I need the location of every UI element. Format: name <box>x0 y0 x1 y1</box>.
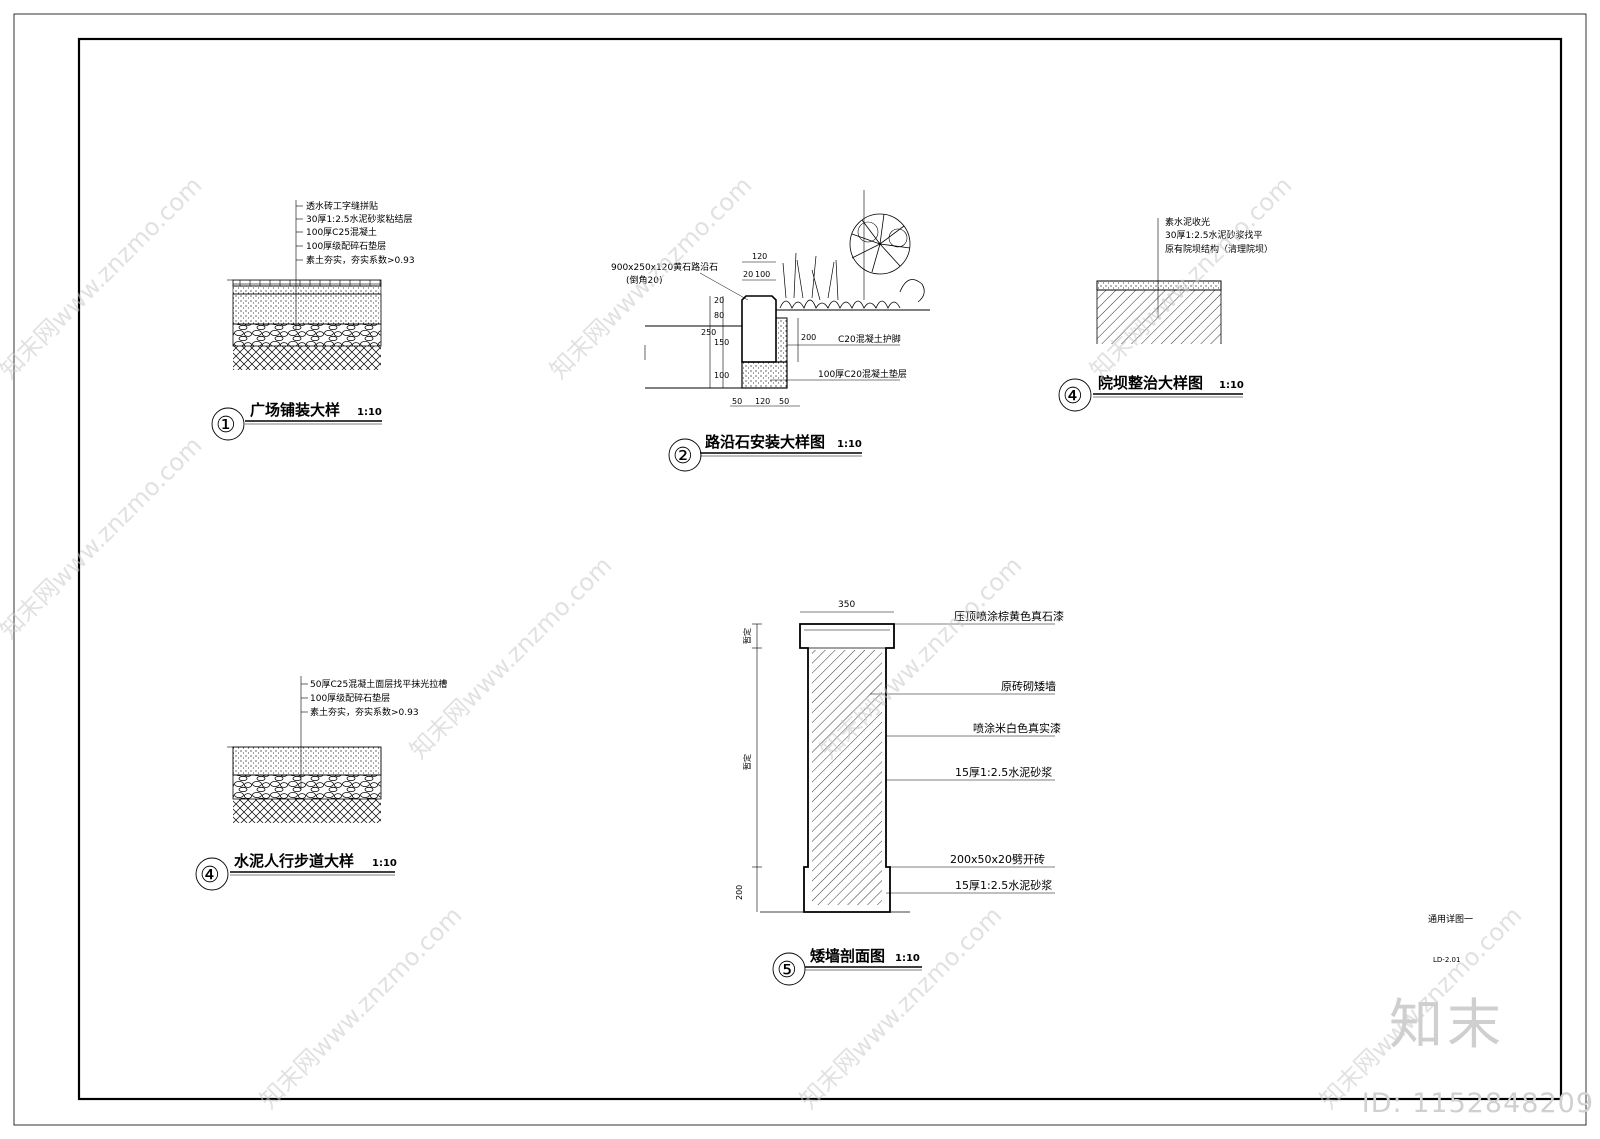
watermark-text: 知末网www.znzmo.com <box>0 431 207 644</box>
d2-dim-4: 20 <box>714 296 724 305</box>
d2-dim-11: 120 <box>755 397 770 406</box>
d5-note-1: 压顶喷涂棕黄色真石漆 <box>954 609 1064 623</box>
d2-dim-9: 200 <box>801 333 816 342</box>
detail-4-courtyard: 素水泥收光 30厚1:2.5水泥砂浆找平 原有院坝结构（清理院坝） ④ 院坝整治… <box>1058 216 1273 412</box>
d1-note-1: 透水砖工字缝拼贴 <box>306 200 378 212</box>
d2-dim-10: 50 <box>732 397 742 406</box>
watermark-text: 知末网www.znzmo.com <box>404 551 617 764</box>
d2-note-1: 900x250x120黄石路沿石 <box>611 261 718 273</box>
watermark-text: 知末网www.znzmo.com <box>254 901 467 1114</box>
watermark-logo: 知末 <box>1389 993 1505 1056</box>
d2-note-4: 100厚C20混凝土垫层 <box>818 368 907 380</box>
watermark-id: ID: 1152848209 <box>1361 1088 1594 1119</box>
d3-note-2: 30厚1:2.5水泥砂浆找平 <box>1165 229 1263 241</box>
d2-note-3: C20混凝土护脚 <box>838 333 901 345</box>
d5-number: ⑤ <box>777 958 797 983</box>
d5-dim-200: 200 <box>735 885 744 900</box>
d3-scale: 1:10 <box>1219 380 1244 391</box>
d1-scale: 1:10 <box>357 407 382 418</box>
d1-title: 广场铺装大样 <box>250 401 340 419</box>
d5-dim-tbd-2: 暂定 <box>742 754 752 770</box>
d2-dim-6: 150 <box>714 338 729 347</box>
d4-number: ④ <box>200 863 220 888</box>
d3-title: 院坝整治大样图 <box>1098 374 1203 392</box>
d5-title: 矮墙剖面图 <box>810 947 885 965</box>
watermark-layer: 知末网www.znzmo.com 知末网www.znzmo.com 知末网www… <box>0 171 1527 1114</box>
d1-note-5: 素土夯实，夯实系数>0.93 <box>306 254 415 266</box>
d2-title: 路沿石安装大样图 <box>705 433 825 451</box>
d2-number: ② <box>673 444 693 469</box>
d5-dim-350: 350 <box>838 600 855 610</box>
watermark-text: 知末网www.znzmo.com <box>1084 171 1297 384</box>
outer-frame <box>13 13 1587 1126</box>
sheet-number: LD-2.01 <box>1433 956 1460 964</box>
detail-1-plaza-paving: 透水砖工字缝拼贴 30厚1:2.5水泥砂浆粘结层 100厚C25混凝土 100厚… <box>211 200 415 441</box>
sheet-name: 通用详图一 <box>1428 913 1473 925</box>
d5-note-5: 200x50x20劈开砖 <box>950 852 1045 866</box>
watermark-text: 知末网www.znzmo.com <box>0 171 207 384</box>
d2-dim-8: 100 <box>714 371 729 380</box>
d2-dim-5: 80 <box>714 311 724 320</box>
d2-scale: 1:10 <box>837 439 862 450</box>
d3-note-1: 素水泥收光 <box>1165 216 1210 228</box>
d5-note-6: 15厚1:2.5水泥砂浆 <box>955 878 1052 892</box>
d3-number: ④ <box>1063 384 1083 409</box>
d4-scale: 1:10 <box>372 858 397 869</box>
d4-title: 水泥人行步道大样 <box>234 852 354 870</box>
d2-dim-2: 20 <box>743 270 753 279</box>
d5-scale: 1:10 <box>895 953 920 964</box>
detail-2-curb-stone: 120 20 100 20 80 150 250 100 200 50 120 … <box>611 190 930 472</box>
d4-note-2: 100厚级配碎石垫层 <box>310 692 390 704</box>
d1-note-2: 30厚1:2.5水泥砂浆粘结层 <box>306 213 413 225</box>
d5-note-2: 原砖砌矮墙 <box>1001 679 1056 693</box>
d2-note-2: (倒角20) <box>626 274 662 286</box>
watermark-text: 知末网www.znzmo.com <box>794 901 1007 1114</box>
d5-dim-tbd-1: 暂定 <box>742 628 752 644</box>
detail-5-low-wall: 350 200 暂定 暂定 压顶喷涂棕黄色真石漆 原砖砌矮墙 喷涂米白色真实漆 … <box>735 600 1064 986</box>
d1-note-3: 100厚C25混凝土 <box>306 226 377 238</box>
d1-note-4: 100厚级配碎石垫层 <box>306 240 386 252</box>
d2-dim-12: 50 <box>779 397 789 406</box>
d1-number: ① <box>216 413 236 438</box>
d5-note-4: 15厚1:2.5水泥砂浆 <box>955 765 1052 779</box>
d2-dim-7: 250 <box>701 328 716 337</box>
d4-note-3: 素土夯实，夯实系数>0.93 <box>310 706 419 718</box>
d5-note-3: 喷涂米白色真实漆 <box>973 721 1061 735</box>
inner-frame <box>77 37 1563 1101</box>
d2-dim-1: 120 <box>752 252 767 261</box>
d2-dim-3: 100 <box>755 270 770 279</box>
d4-note-1: 50厚C25混凝土面层找平抹光拉槽 <box>310 678 447 690</box>
watermark-text: 知末网www.znzmo.com <box>544 171 757 384</box>
detail-4-sidewalk: 50厚C25混凝土面层找平抹光拉槽 100厚级配碎石垫层 素土夯实，夯实系数>0… <box>195 676 447 891</box>
d3-note-3: 原有院坝结构（清理院坝） <box>1165 243 1273 255</box>
